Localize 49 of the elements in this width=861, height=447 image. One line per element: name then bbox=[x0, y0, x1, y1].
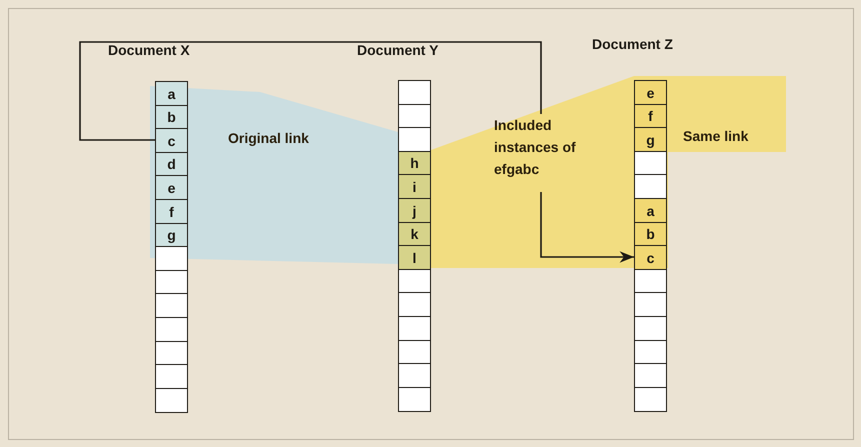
document-slot: e bbox=[634, 80, 667, 106]
document-slot bbox=[634, 150, 667, 176]
document-slot: f bbox=[155, 199, 188, 224]
document-slot: j bbox=[398, 198, 431, 224]
document-title: Document Z bbox=[592, 35, 673, 54]
document-slot bbox=[155, 364, 188, 390]
document-title: Document X bbox=[108, 41, 190, 60]
document-slot bbox=[634, 340, 667, 365]
document-slot bbox=[398, 104, 431, 129]
document-slot bbox=[155, 270, 188, 295]
document-slot bbox=[398, 268, 431, 294]
document-slot bbox=[634, 386, 667, 412]
document-slot bbox=[398, 292, 431, 318]
annotation-label: Same link bbox=[683, 127, 748, 146]
document-slot bbox=[398, 127, 431, 152]
document-slot: a bbox=[155, 81, 188, 106]
document-slot: h bbox=[398, 150, 431, 176]
document-slot bbox=[634, 292, 667, 318]
document-slot bbox=[155, 388, 188, 413]
document-slot bbox=[634, 363, 667, 388]
document-slot: c bbox=[155, 128, 188, 154]
document-slot: i bbox=[398, 174, 431, 200]
document-title: Document Y bbox=[357, 41, 438, 60]
document-slot bbox=[398, 316, 431, 342]
document-slot: g bbox=[155, 222, 188, 248]
annotation-label: Original link bbox=[228, 129, 309, 148]
document-slot: k bbox=[398, 222, 431, 247]
document-slot bbox=[155, 246, 188, 272]
document-slot bbox=[398, 340, 431, 365]
arrow bbox=[540, 192, 634, 263]
document-slot: d bbox=[155, 152, 188, 177]
document-slot bbox=[398, 386, 431, 412]
document-slot bbox=[155, 317, 188, 342]
document-slot bbox=[634, 174, 667, 200]
document-slot: l bbox=[398, 245, 431, 270]
document-slot bbox=[634, 268, 667, 294]
document-slot: b bbox=[634, 222, 667, 247]
document-slot bbox=[634, 316, 667, 342]
document-slot bbox=[155, 340, 188, 366]
callout-text: Included instances of efgabc bbox=[494, 116, 577, 179]
document-slot bbox=[398, 80, 431, 106]
document-slot: a bbox=[634, 198, 667, 224]
document-slot: g bbox=[634, 127, 667, 152]
document-slot bbox=[398, 363, 431, 388]
document-slot: b bbox=[155, 104, 188, 130]
document-slot: f bbox=[634, 104, 667, 129]
document-slot: e bbox=[155, 175, 188, 200]
document-slot bbox=[155, 293, 188, 318]
document-slot: c bbox=[634, 245, 667, 270]
